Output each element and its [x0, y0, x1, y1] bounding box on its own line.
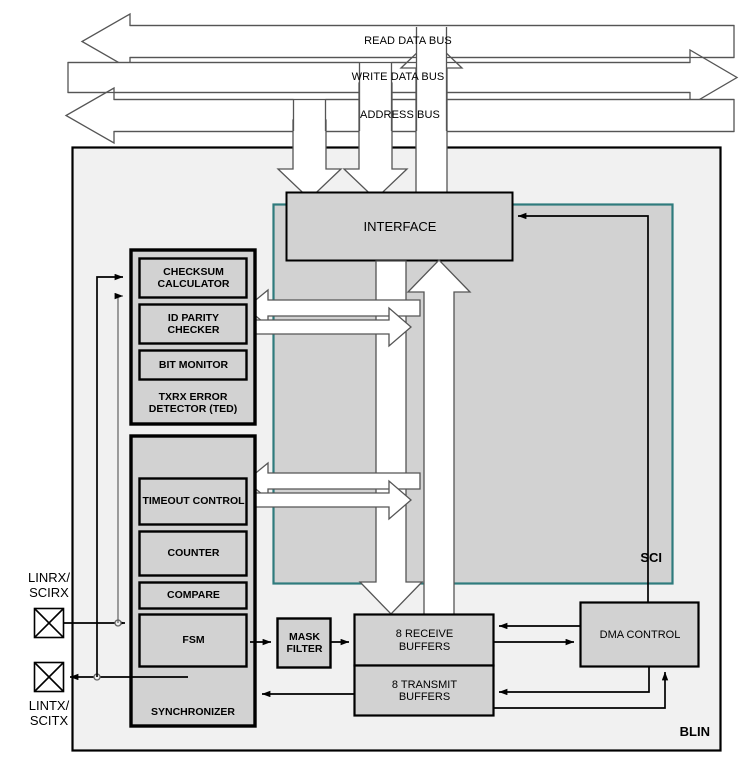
id-parity-checker-block [138, 303, 248, 345]
interface-block [285, 191, 514, 262]
lintx-pad-label: LINTX/ SCITX [28, 698, 70, 728]
checksum-calculator-label: CHECKSUM CALCULATOR [157, 265, 230, 290]
linrx-pad-label: LINRX/ SCIRX [28, 570, 70, 600]
counter-block [138, 530, 248, 577]
transmit-buffers-block [353, 664, 495, 717]
dma-control-block [579, 601, 700, 668]
timeout-control-block [138, 477, 248, 526]
fsm-label: FSM [182, 634, 205, 647]
compare-block [138, 581, 248, 610]
timeout-control-label: TIMEOUT CONTROL [142, 495, 245, 508]
bit-monitor-label: BIT MONITOR [158, 358, 229, 371]
checksum-calculator-block [138, 257, 248, 299]
mask-filter-label: MASK FILTER [286, 630, 323, 655]
bus-label-read-data-bus: READ DATA BUS [364, 34, 452, 47]
blin-corner-label: BLIN [679, 723, 710, 739]
mask-filter-block [276, 617, 332, 669]
bus-label-write-data-bus: WRITE DATA BUS [351, 70, 445, 83]
synchronizer-label: SYNCHRONIZER [150, 706, 235, 719]
counter-label: COUNTER [167, 547, 220, 560]
bus-label-address-bus: ADDRESS BUS [360, 108, 440, 121]
timeout-out-bus-arrow [254, 479, 412, 521]
signal-wires [64, 212, 669, 709]
linrx-pad [33, 607, 65, 639]
id-parity-checker-label: ID PARITY CHECKER [167, 311, 220, 336]
interface-label: INTERFACE [363, 218, 437, 234]
receive-buffers-block [353, 613, 495, 667]
ted-label: TXRX ERROR DETECTOR (TED) [148, 391, 238, 415]
receive-buffers-label: 8 RECEIVE BUFFERS [395, 628, 454, 653]
sci-corner-label: SCI [640, 549, 662, 565]
fsm-block [138, 613, 248, 668]
compare-label: COMPARE [167, 589, 220, 602]
bit-monitor-block [138, 349, 248, 381]
transmit-buffers-label: 8 TRANSMIT BUFFERS [391, 678, 458, 703]
ted-out-bus-arrow [254, 306, 412, 348]
lintx-pad [33, 661, 65, 693]
dma-control-label: DMA CONTROL [599, 628, 681, 641]
sci-enclosure [272, 203, 674, 585]
